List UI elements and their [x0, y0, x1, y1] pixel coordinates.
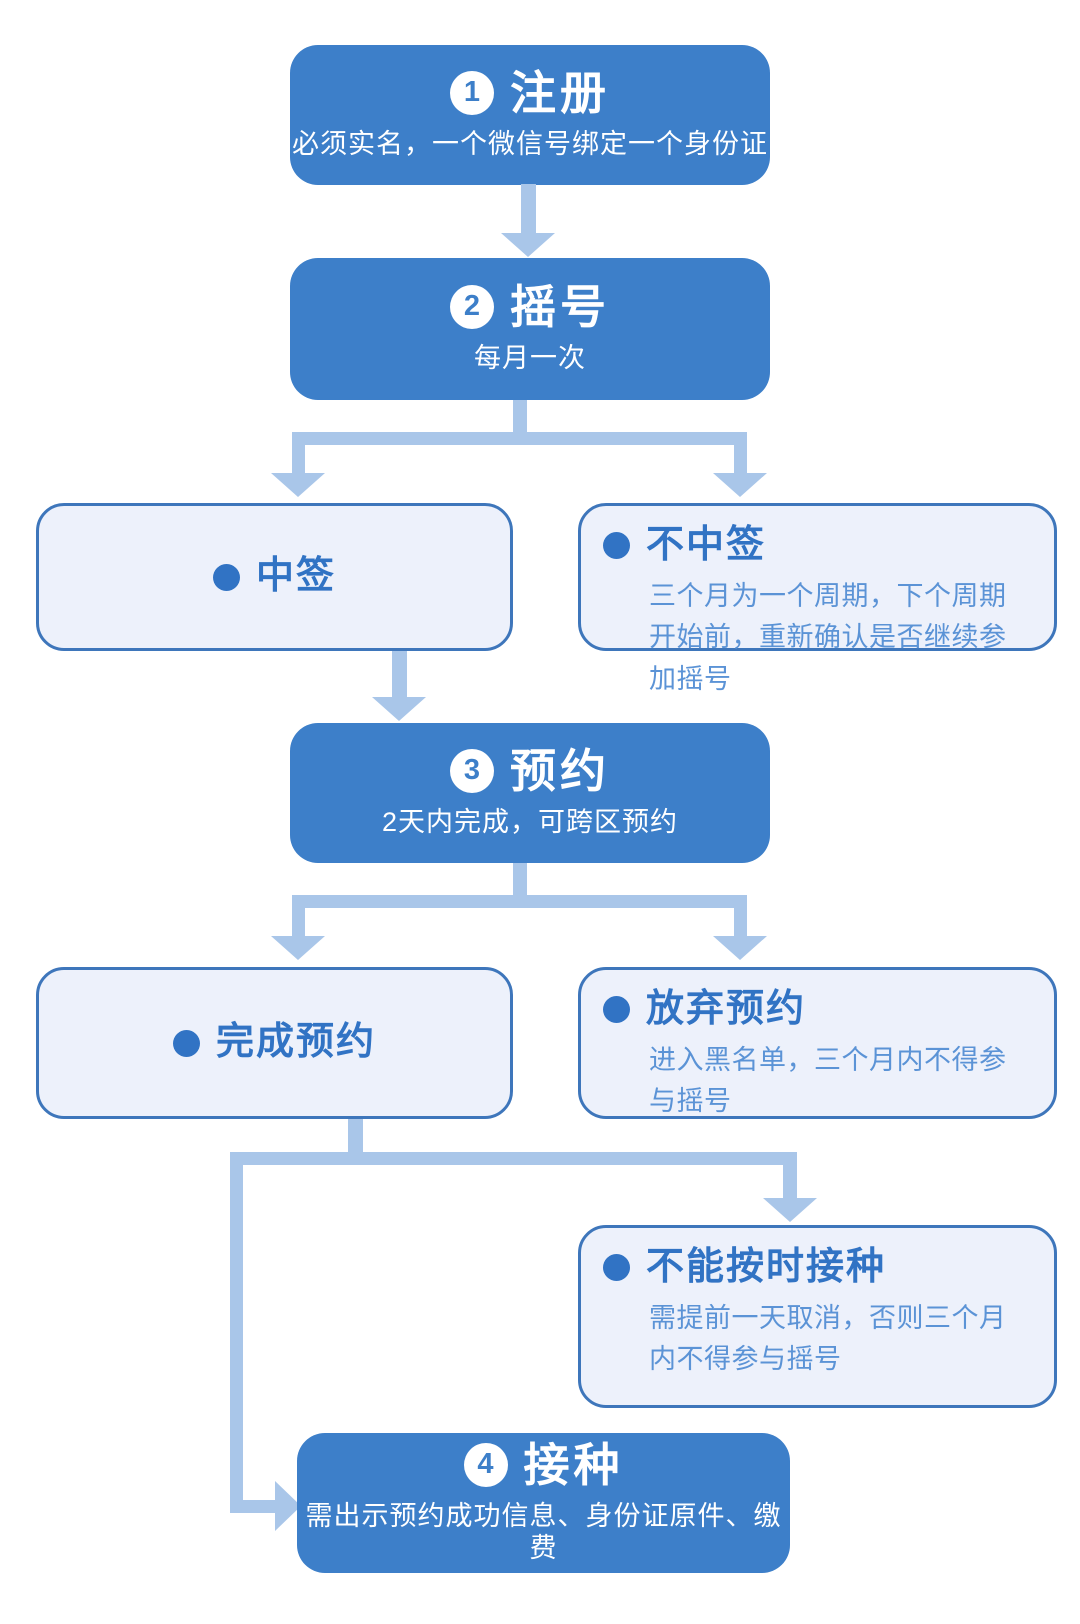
- connector-vaccinate-vline: [230, 1152, 243, 1513]
- step-register-subtitle: 必须实名，一个微信号绑定一个身份证: [292, 128, 768, 159]
- step-reserve-subtitle: 2天内完成，可跨区预约: [381, 806, 679, 837]
- outcome-win-label: 中签: [255, 555, 336, 598]
- arrow-register-to-lottery-stem: [521, 184, 536, 233]
- bullet-dot-icon: [212, 563, 240, 591]
- connector-vaccinate-head: [275, 1481, 301, 1531]
- step-vaccinate-title-row: 4 接种: [463, 1438, 624, 1491]
- step-lottery: 2 摇号 每月一次: [290, 258, 770, 400]
- step-register-title-row: 1 注册: [450, 70, 610, 116]
- outcome-lose-label: 不中签: [646, 524, 767, 566]
- outcome-lose-note: 三个月为一个周期，下个周期开始前，重新确认是否继续参加摇号: [649, 580, 1007, 695]
- arrow-win-to-reserve-stem: [392, 651, 407, 697]
- step-lottery-title: 摇号: [510, 280, 610, 333]
- outcome-win: 中签: [36, 503, 513, 651]
- outcome-abandon-note: 进入黑名单，三个月内不得参与摇号: [649, 1044, 1007, 1117]
- step-lottery-title-row: 2 摇号: [450, 284, 610, 330]
- step-3-number-badge: 3: [450, 748, 494, 793]
- branch-reserve-hline: [292, 895, 747, 908]
- step-vaccinate-subtitle: 需出示预约成功信息、身份证原件、缴费: [305, 1500, 782, 1563]
- outcome-abandon-head: 放弃预约: [603, 986, 1032, 1034]
- outcome-complete: 完成预约: [36, 967, 513, 1119]
- step-vaccinate-title: 接种: [523, 1438, 624, 1491]
- bullet-dot-icon: [603, 532, 630, 560]
- outcome-abandon: 放弃预约 进入黑名单，三个月内不得参与摇号: [578, 967, 1057, 1119]
- outcome-lose-head: 不中签: [603, 522, 1032, 570]
- step-reserve-title-row: 3 预约: [450, 748, 610, 794]
- arrow-win-to-reserve-head: [372, 697, 426, 721]
- outcome-miss-note: 需提前一天取消，否则三个月内不得参与摇号: [649, 1302, 1007, 1375]
- connector-miss-head: [763, 1198, 817, 1222]
- branch-lottery-left-stem: [292, 432, 305, 473]
- outcome-lose: 不中签 三个月为一个周期，下个周期开始前，重新确认是否继续参加摇号: [578, 503, 1057, 694]
- outcome-complete-head: 完成预约: [172, 1019, 376, 1067]
- outcome-miss: 不能按时接种 需提前一天取消，否则三个月内不得参与摇号: [578, 1225, 1057, 1408]
- outcome-win-head: 中签: [212, 553, 336, 601]
- step-register: 1 注册 必须实名，一个微信号绑定一个身份证: [290, 45, 770, 185]
- branch-reserve-right-head: [713, 936, 767, 960]
- step-1-number-badge: 1: [450, 70, 494, 115]
- bullet-dot-icon: [603, 1254, 630, 1282]
- connector-complete-hline: [230, 1152, 797, 1165]
- branch-reserve-right-stem: [734, 895, 747, 936]
- outcome-abandon-label: 放弃预约: [646, 988, 807, 1030]
- outcome-miss-label: 不能按时接种: [646, 1246, 887, 1288]
- step-4-number-badge: 4: [463, 1442, 508, 1487]
- branch-lottery-right-stem: [734, 432, 747, 473]
- step-lottery-subtitle: 每月一次: [474, 342, 586, 373]
- outcome-complete-label: 完成预约: [215, 1021, 376, 1064]
- connector-complete-stub: [348, 1119, 363, 1159]
- step-register-title: 注册: [510, 66, 610, 119]
- branch-reserve-left-stem: [292, 895, 305, 936]
- arrow-register-to-lottery-head: [501, 233, 555, 257]
- step-reserve-title: 预约: [510, 744, 610, 797]
- branch-lottery-right-head: [713, 473, 767, 497]
- step-2-number-badge: 2: [450, 284, 494, 329]
- bullet-dot-icon: [603, 996, 630, 1024]
- branch-reserve-left-head: [271, 936, 325, 960]
- branch-lottery-hline: [292, 432, 747, 445]
- connector-vaccinate-hseg: [230, 1500, 275, 1513]
- step-vaccinate: 4 接种 需出示预约成功信息、身份证原件、缴费: [297, 1433, 790, 1573]
- connector-miss-stem: [783, 1152, 797, 1198]
- step-reserve: 3 预约 2天内完成，可跨区预约: [290, 723, 770, 863]
- outcome-miss-head: 不能按时接种: [603, 1244, 1032, 1292]
- branch-lottery-left-head: [271, 473, 325, 497]
- bullet-dot-icon: [172, 1029, 200, 1057]
